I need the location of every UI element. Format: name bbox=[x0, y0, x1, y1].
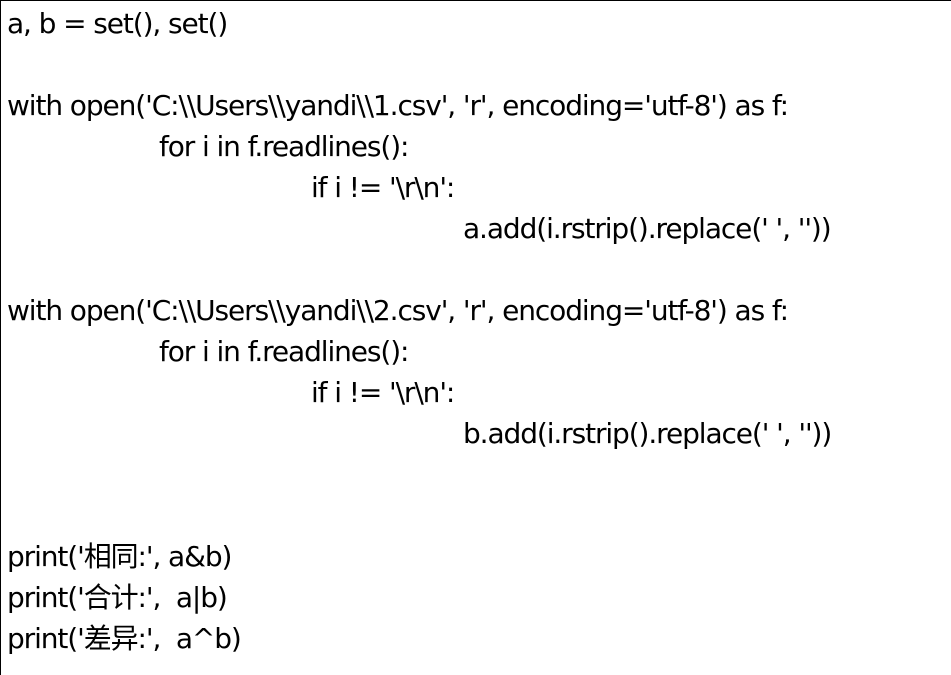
code-line-6: a.add(i.rstrip().replace(' ', '')) bbox=[463, 212, 832, 245]
code-line-8: with open('C:\\Users\\yandi\\2.csv', 'r'… bbox=[7, 294, 789, 327]
code-line-14: print('相同:', a&b) bbox=[7, 540, 232, 573]
code-line-10: if i != '\r\n': bbox=[311, 376, 455, 409]
code-line-4: for i in f.readlines(): bbox=[159, 130, 409, 163]
code-line-3: with open('C:\\Users\\yandi\\1.csv', 'r'… bbox=[7, 89, 789, 122]
code-line-15: print('合计:', a|b) bbox=[7, 581, 228, 614]
code-line-1: a, b = set(), set() bbox=[7, 7, 228, 40]
code-line-11: b.add(i.rstrip().replace(' ', '')) bbox=[463, 417, 832, 450]
code-line-16: print('差异:', a^b) bbox=[7, 622, 242, 655]
code-line-9: for i in f.readlines(): bbox=[159, 335, 409, 368]
code-line-5: if i != '\r\n': bbox=[311, 171, 455, 204]
